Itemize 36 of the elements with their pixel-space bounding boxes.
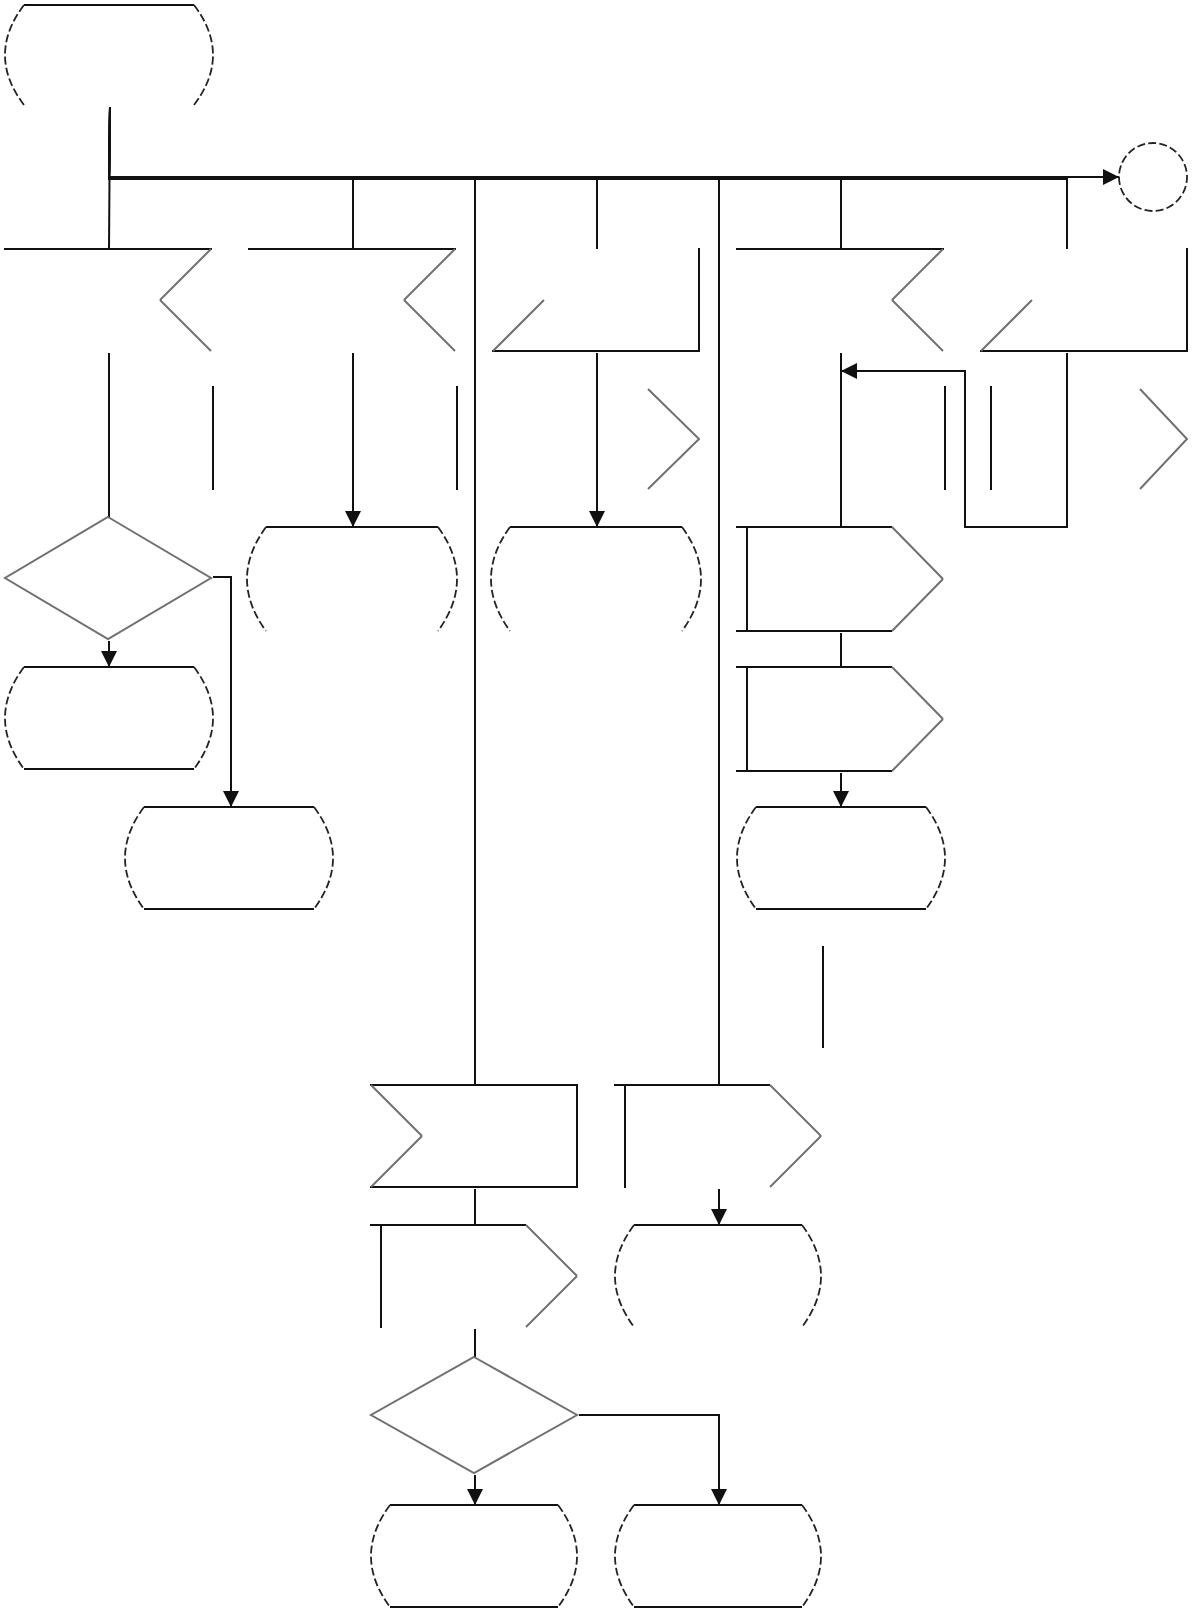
terminator-shape: [246, 526, 458, 632]
decision-diamond: [370, 1356, 578, 1474]
notched-shape: [980, 248, 1188, 352]
connector-line: [840, 352, 842, 528]
connector-line: [474, 1188, 476, 1226]
arrow: [589, 352, 605, 528]
arrow: [345, 352, 361, 528]
terminator-shape: [736, 806, 946, 910]
arrow: [101, 640, 117, 668]
arrow: [711, 1188, 727, 1226]
pentagon-shape: [614, 1084, 822, 1188]
arrow: [212, 576, 239, 808]
terminator-shape: [614, 1504, 822, 1608]
flag-shape: [736, 248, 944, 352]
terminator-shape: [4, 666, 214, 770]
connector-line: [474, 1328, 476, 1358]
arrow: [840, 352, 1068, 528]
terminator-shape: [124, 806, 334, 910]
arrow: [578, 1414, 727, 1506]
pentagon-shape: [736, 666, 944, 772]
arrow: [833, 772, 849, 808]
notched-shape: [492, 248, 700, 352]
connector-line: [108, 352, 110, 518]
terminator-shape: [490, 526, 702, 632]
decision-diamond: [4, 516, 212, 640]
pentagon-shape: [370, 1224, 578, 1328]
flag-shape: [4, 248, 212, 352]
pentagon-shape: [736, 526, 944, 632]
connector-line: [108, 106, 720, 1086]
terminator-shape: [614, 1224, 822, 1328]
terminator-shape: [4, 4, 214, 106]
connector-line: [840, 632, 842, 668]
flag-shape: [248, 248, 456, 352]
arrow: [467, 1474, 483, 1506]
terminator-shape: [370, 1504, 578, 1608]
notched-shape: [370, 1084, 578, 1188]
